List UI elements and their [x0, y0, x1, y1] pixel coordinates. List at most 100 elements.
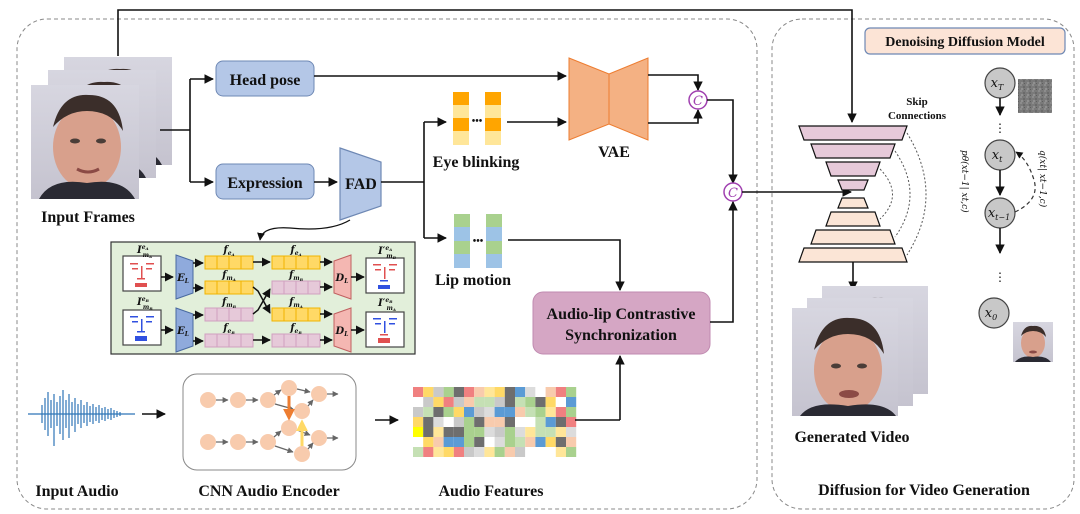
- mosaic-cell: [443, 447, 454, 457]
- mA-swap: [252, 286, 271, 314]
- mosaic-cell: [545, 437, 556, 447]
- mosaic-cell: [433, 417, 444, 427]
- unet-block: [798, 125, 908, 263]
- mosaic-cell: [515, 407, 526, 417]
- label-f-eB-1: feB: [222, 323, 235, 335]
- mosaic-cell: [413, 417, 424, 427]
- feature-mB-2: [271, 280, 321, 295]
- face-frame-front: [31, 85, 139, 199]
- fad-detail-link: [257, 219, 351, 241]
- input-frames-stack: [31, 57, 172, 199]
- mosaic-cell: [474, 387, 485, 397]
- mosaic-cell: [413, 437, 424, 447]
- generated-video-stack: [792, 286, 928, 416]
- vae-bottom-to-concat: [648, 109, 703, 124]
- mosaic-cell: [494, 447, 505, 457]
- lip-motion-label: Lip motion: [435, 272, 511, 289]
- expression-box: Expression: [215, 163, 315, 200]
- mosaic-cell: [443, 437, 454, 447]
- audio-features-label: Audio Features: [438, 483, 543, 500]
- mosaic-cell: [423, 397, 434, 407]
- landmark-dots-out-b: [373, 318, 397, 343]
- mosaic-cell: [566, 437, 577, 447]
- concat-node-1: C: [688, 90, 708, 110]
- concat-node-2: C: [723, 182, 743, 202]
- diffusion-title-box: Denoising Diffusion Model: [864, 27, 1066, 55]
- mosaic-cell: [504, 397, 515, 407]
- mosaic-cell: [504, 387, 515, 397]
- sync-to-concat2: [710, 201, 738, 323]
- diffusion-panel-caption: Diffusion for Video Generation: [818, 482, 1030, 499]
- mosaic-cell: [433, 437, 444, 447]
- vae-block: VAE: [568, 57, 649, 161]
- label-f-eA-2: feA: [289, 245, 301, 257]
- node-xt: xt: [984, 139, 1016, 171]
- encoder-bottom: EL: [175, 307, 194, 353]
- mosaic-cell: [423, 407, 434, 417]
- x0-face-image: [1013, 322, 1053, 362]
- mosaic-cell: [443, 417, 454, 427]
- mosaic-cell: [474, 397, 485, 407]
- mosaic-cell: [504, 407, 515, 417]
- mosaic-cell: [555, 397, 566, 407]
- mosaic-cell: [555, 437, 566, 447]
- mosaic-cell: [423, 447, 434, 457]
- vdots-1: ⋮: [994, 121, 1006, 135]
- mosaic-cell: [504, 427, 515, 437]
- mosaic-cell: [494, 417, 505, 427]
- feature-mA-1: [204, 280, 254, 295]
- mosaic-cell: [474, 407, 485, 417]
- label-f-eA-1: feA: [222, 245, 234, 257]
- skip-label-line2: Connections: [888, 110, 947, 122]
- mosaic-cell: [555, 447, 566, 457]
- mosaic-cell: [423, 437, 434, 447]
- eye-ellipsis: •••: [472, 116, 483, 127]
- mosaic-cell: [555, 427, 566, 437]
- mosaic-cell: [566, 447, 577, 457]
- mosaic-cell: [464, 407, 475, 417]
- svg-text:xt−1: xt−1: [988, 206, 1010, 222]
- skip-label-line1: Skip: [906, 96, 927, 108]
- label-f-mB-2: fmB: [288, 270, 304, 282]
- feature-mB-1: [204, 307, 254, 322]
- mosaic-cell: [504, 447, 515, 457]
- mosaic-cell: [555, 407, 566, 417]
- noise-image: [1018, 79, 1052, 113]
- landmark-dots-b: [130, 316, 154, 341]
- mosaic-cell: [535, 427, 546, 437]
- mosaic-cell: [474, 417, 485, 427]
- svg-text:DL: DL: [335, 273, 349, 285]
- label-f-mA-2: fmA: [288, 297, 303, 309]
- mosaic-cell: [464, 447, 475, 457]
- lip-motion-features: •••: [454, 214, 502, 268]
- svg-text:EL: EL: [176, 273, 189, 285]
- mosaic-cell: [535, 387, 546, 397]
- mosaic-cell: [464, 417, 475, 427]
- forward-process-arrow: [1014, 151, 1036, 213]
- mB-swap: [252, 288, 271, 315]
- feature-eA-2: [271, 255, 321, 270]
- mosaic-cell: [453, 387, 464, 397]
- feature-eA-1: [204, 255, 254, 270]
- diffusion-title: Denoising Diffusion Model: [885, 35, 1045, 50]
- mosaic-cell: [464, 387, 475, 397]
- mosaic-cell: [423, 427, 434, 437]
- concat-symbol-2: C: [728, 186, 738, 201]
- mosaic-cell: [453, 397, 464, 407]
- vae-label: VAE: [598, 144, 630, 161]
- mosaic-cell: [494, 437, 505, 447]
- head-pose-box: Head pose: [215, 60, 315, 97]
- mosaic-cell: [545, 447, 556, 457]
- mosaic-cell: [515, 417, 526, 427]
- mosaic-cell: [443, 427, 454, 437]
- feature-eB-2: [271, 333, 321, 348]
- generated-video-label: Generated Video: [794, 429, 909, 446]
- mosaic-cell: [433, 387, 444, 397]
- mosaic-cell: [433, 407, 444, 417]
- mosaic-cell: [515, 437, 526, 447]
- mosaic-cell: [535, 437, 546, 447]
